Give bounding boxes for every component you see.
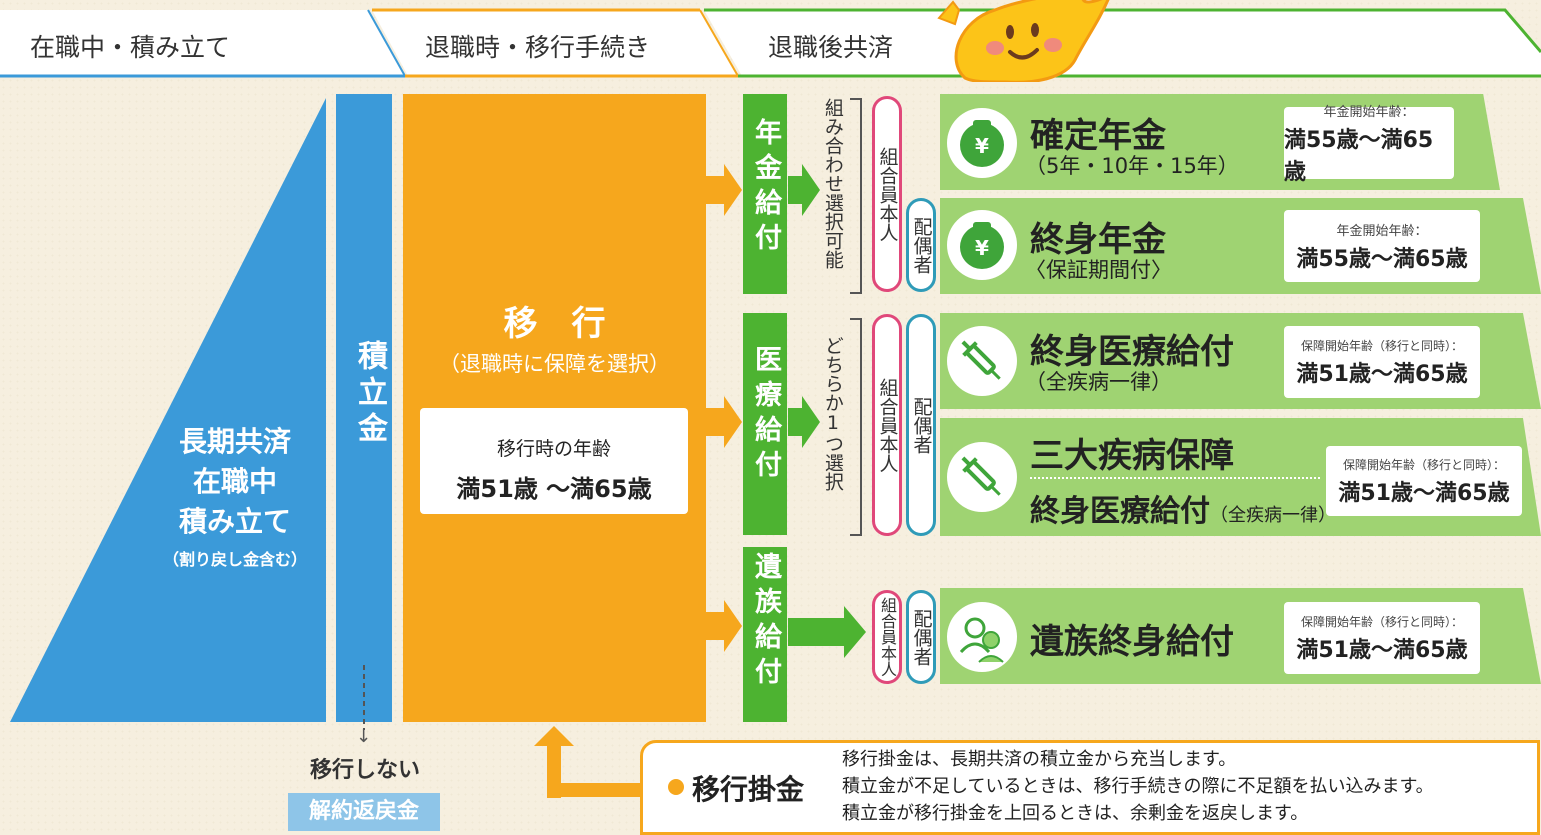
spouse-pill-medical: 配偶者 bbox=[906, 314, 936, 536]
fee-description: 移行掛金は、長期共済の積立金から充当します。 積立金が不足しているときは、移行手… bbox=[842, 749, 1434, 824]
medical-select-note: どちらか1つ選択 bbox=[821, 336, 844, 491]
long-term-title: 長期共済 在職中 積み立て （割り戻し金含む） bbox=[150, 422, 320, 574]
medical-category bbox=[743, 313, 787, 535]
rebate-note: （割り戻し金含む） bbox=[162, 550, 307, 569]
migration-age-value: 満51歳 〜満65歳 bbox=[456, 475, 652, 503]
spouse-pill-pension: 配偶者 bbox=[906, 198, 936, 292]
benefit-sub: 〈保証期間付〉 bbox=[1025, 258, 1172, 282]
fee-title: 移行掛金 bbox=[692, 773, 805, 806]
benefit-age-box: 保障開始年齢（移行と同時）： 満51歳〜満65歳 bbox=[1284, 326, 1480, 398]
benefit-age-box: 保障開始年齢（移行と同時）： 満51歳〜満65歳 bbox=[1326, 446, 1522, 516]
stage-2-label: 退職時・移行手続き bbox=[425, 33, 651, 62]
member-pill-pension: 組合員本人 bbox=[872, 96, 902, 292]
member-pill-bereaved: 組合員本人 bbox=[872, 590, 902, 684]
benefit-age-box: 年金開始年齢： 満55歳〜満65歳 bbox=[1284, 105, 1454, 185]
bereaved-category bbox=[743, 547, 787, 722]
benefit-name: 終身年金 bbox=[1030, 220, 1166, 260]
benefit-divider bbox=[1030, 477, 1320, 479]
pension-select-note: 組み合わせ選択可能 bbox=[821, 98, 844, 269]
stage-1-label: 在職中・積み立て bbox=[30, 33, 231, 62]
medical-category-label: 医療給付 bbox=[750, 345, 781, 485]
benefit-sub: （5年・10年・15年） bbox=[1025, 154, 1239, 178]
pension-select-bracket bbox=[850, 98, 862, 294]
stage-3-label: 退職後共済 bbox=[768, 33, 894, 62]
fee-bullet-icon bbox=[668, 779, 684, 795]
svg-text:¥: ¥ bbox=[975, 236, 989, 260]
coin-purse-icon: ¥ bbox=[947, 210, 1017, 280]
family-icon bbox=[947, 602, 1017, 672]
mascot-icon bbox=[937, 0, 1110, 82]
pension-category bbox=[743, 94, 787, 294]
spouse-pill-bereaved: 配偶者 bbox=[906, 590, 936, 684]
migration-title: 移 行 bbox=[503, 304, 606, 344]
migration-age-box: 移行時の年齢 満51歳 〜満65歳 bbox=[420, 408, 688, 514]
benefit-sub: （全疾病一律） bbox=[1025, 370, 1172, 394]
long-term-savings-shape bbox=[10, 94, 392, 730]
refund-badge: 解約返戻金 bbox=[288, 793, 440, 831]
benefit-age-box: 年金開始年齢： 満55歳〜満65歳 bbox=[1284, 210, 1480, 282]
member-pill-medical: 組合員本人 bbox=[872, 314, 902, 536]
fee-box bbox=[640, 740, 1540, 835]
syringe-icon bbox=[947, 326, 1017, 396]
benefit-name: 三大疾病保障 bbox=[1030, 436, 1234, 476]
syringe-icon bbox=[947, 442, 1017, 512]
reserve-label: 積立金 bbox=[352, 340, 387, 448]
header-bar bbox=[0, 8, 1541, 78]
benefit-name: 確定年金 bbox=[1030, 116, 1166, 156]
benefit-name: 遺族終身給付 bbox=[1030, 622, 1234, 662]
pension-category-label: 年金給付 bbox=[750, 118, 781, 258]
svg-text:¥: ¥ bbox=[975, 134, 989, 158]
category-arrows bbox=[788, 164, 866, 658]
benefit-name: 終身医療給付 bbox=[1030, 332, 1234, 372]
medical-select-bracket bbox=[850, 318, 862, 536]
benefit-age-box: 保障開始年齢（移行と同時）： 満51歳〜満65歳 bbox=[1284, 602, 1480, 674]
migration-subtitle: （退職時に保障を選択） bbox=[439, 352, 670, 376]
no-migration-label: 移行しない bbox=[309, 758, 420, 783]
migration-age-label: 移行時の年齢 bbox=[496, 438, 611, 460]
migration-arrows bbox=[706, 164, 742, 652]
arrow-down-icon: ↓ bbox=[356, 726, 372, 747]
benefit-sub: 終身医療給付（全疾病一律） bbox=[1030, 494, 1336, 529]
bereaved-category-label: 遺族給付 bbox=[750, 552, 781, 692]
coin-purse-icon: ¥ bbox=[947, 108, 1017, 178]
